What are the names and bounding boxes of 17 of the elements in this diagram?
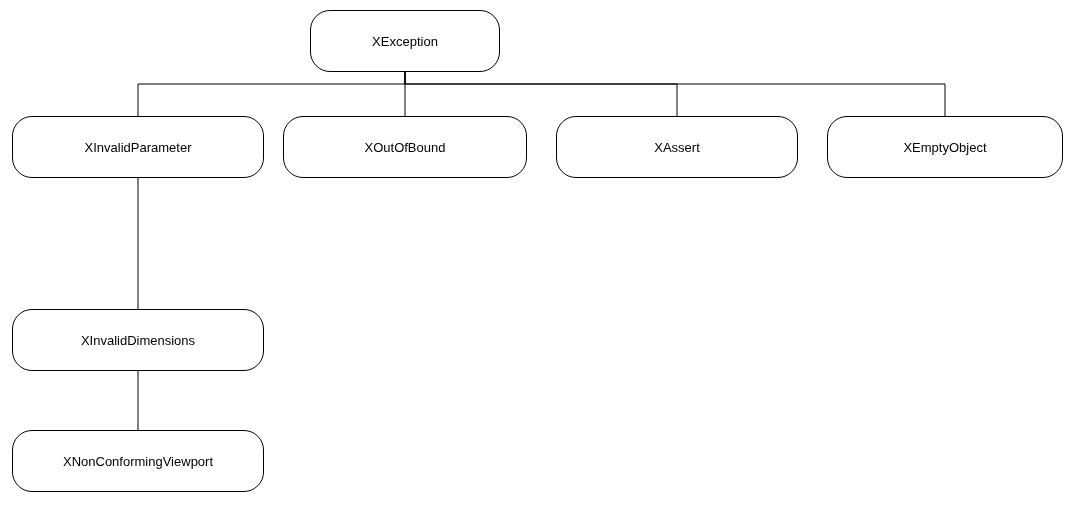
- class-box: [827, 116, 1063, 178]
- connector-line: [404, 71, 946, 117]
- class-name: XInvalidDimensions: [80, 332, 196, 348]
- class-box: [12, 309, 264, 371]
- class-box: [12, 116, 264, 178]
- connector-line: [137, 370, 139, 431]
- class-name: XAssert: [654, 139, 700, 155]
- class-name: XInvalidParameter: [84, 139, 192, 155]
- class-name: XOutOfBound: [364, 139, 446, 155]
- class-box: [12, 430, 264, 492]
- class-box: [556, 116, 798, 178]
- class-box: [310, 10, 500, 72]
- class-name: XException: [372, 33, 438, 49]
- class-name: XEmptyObject: [903, 139, 987, 155]
- class-name: XNonConformingViewport: [62, 453, 214, 469]
- connector-line: [137, 177, 139, 310]
- class-box: [283, 116, 527, 178]
